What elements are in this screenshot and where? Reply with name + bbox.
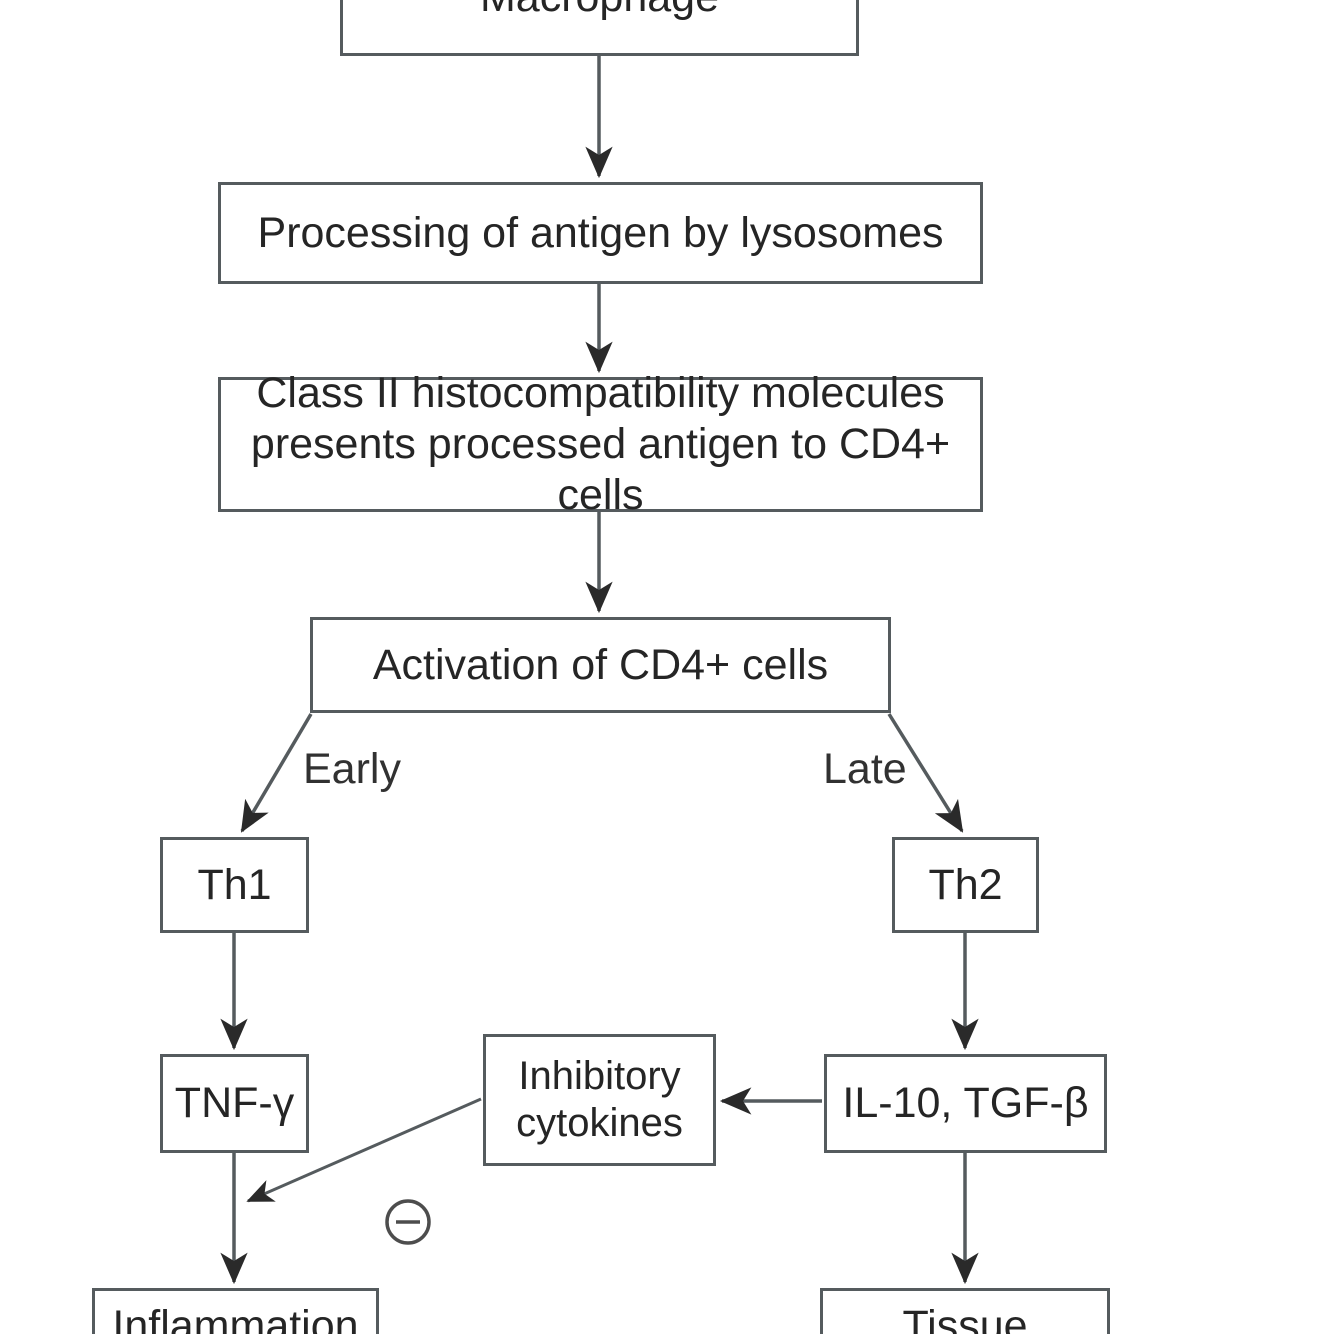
node-tissue-scarring-label: Tissue scarring <box>902 1302 1028 1334</box>
node-class-ii-mhc-label: Class II histocompatibility molecules pr… <box>250 369 951 519</box>
node-cd4-activation[interactable]: Activation of CD4+ cells <box>310 617 891 713</box>
node-macrophage[interactable]: Macrophage <box>340 0 859 56</box>
node-macrophage-label: Macrophage <box>474 0 725 22</box>
edge-label-early: Early <box>303 745 401 793</box>
node-il10-tgf-beta-label: IL-10, TGF-β <box>842 1079 1089 1128</box>
edge-inhibitory-inhibits-inflammation <box>246 1097 482 1203</box>
node-il10-tgf-beta[interactable]: IL-10, TGF-β <box>824 1054 1107 1153</box>
node-tnf-gamma-label: TNF-γ <box>174 1079 295 1128</box>
edge-activation-to-th1 <box>240 713 313 833</box>
node-inflammation[interactable]: Inflammation <box>92 1288 379 1334</box>
node-th1[interactable]: Th1 <box>160 837 309 933</box>
node-tnf-gamma[interactable]: TNF-γ <box>160 1054 309 1153</box>
node-inflammation-label: Inflammation <box>112 1302 359 1334</box>
node-th2[interactable]: Th2 <box>892 837 1039 933</box>
node-inhibitory-cytokines-label: Inhibitory cytokines <box>516 1053 683 1145</box>
edge-activation-to-th2 <box>887 713 964 833</box>
node-th1-label: Th1 <box>197 860 272 909</box>
node-class-ii-mhc[interactable]: Class II histocompatibility molecules pr… <box>218 369 983 519</box>
node-cd4-activation-label: Activation of CD4+ cells <box>372 640 829 689</box>
node-antigen-processing-label: Processing of antigen by lysosomes <box>257 208 944 257</box>
node-inhibitory-cytokines[interactable]: Inhibitory cytokines <box>483 1034 716 1166</box>
node-antigen-processing[interactable]: Processing of antigen by lysosomes <box>218 182 983 284</box>
node-th2-label: Th2 <box>928 860 1003 909</box>
inhibition-minus-icon <box>385 1199 431 1245</box>
edge-label-late: Late <box>823 745 907 793</box>
node-tissue-scarring[interactable]: Tissue scarring <box>820 1288 1110 1334</box>
